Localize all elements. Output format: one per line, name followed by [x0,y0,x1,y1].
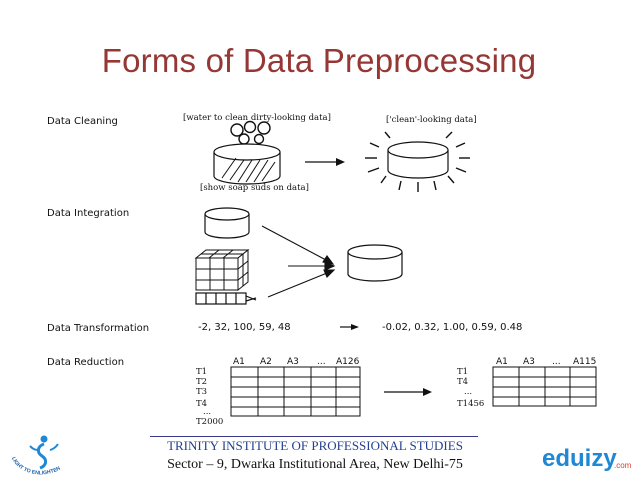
target-cylinder-icon [347,244,403,282]
right-col-header: ... [552,357,561,367]
right-col-header: A1 [496,357,508,367]
logo-motto: LIGHT TO ENLIGHTEN [10,456,62,476]
soap-bubbles-icon [230,120,271,145]
left-row-label: T3 [196,387,207,397]
right-data-table [492,366,597,407]
institute-logo: LIGHT TO ENLIGHTEN [8,432,72,476]
transformation-input-values: -2, 32, 100, 59, 48 [198,322,291,333]
eduizy-wordmark: eduizy [542,445,617,472]
cleaning-arrow-icon [305,158,345,166]
right-row-label: ... [464,387,472,397]
svg-text:LIGHT TO ENLIGHTEN: LIGHT TO ENLIGHTEN [10,456,62,476]
left-row-label: T2000 [196,417,223,427]
label-data-integration: Data Integration [47,208,129,219]
left-data-table [230,366,361,417]
preprocessing-diagram: Data Cleaning [water to clean dirty-look… [47,113,597,427]
clean-data-cylinder-icon [387,141,449,179]
left-col-header: A3 [287,357,299,367]
label-data-cleaning: Data Cleaning [47,116,118,127]
integration-arrows-icon [261,225,336,298]
right-col-header: A3 [523,357,535,367]
caption-water: [water to clean dirty-looking data] [183,113,331,123]
footer-divider [150,436,478,437]
reduction-arrow-icon [384,388,432,396]
left-col-header: A126 [336,357,360,367]
right-table-row-labels: T1 T4 ... T1456 [457,367,484,409]
left-row-label: T2 [196,377,207,387]
label-data-transformation: Data Transformation [47,323,149,334]
source-cylinder-icon [204,207,250,239]
right-col-header: A115 [573,357,596,367]
left-table-row-labels: T1 T2 T3 T4 ... T2000 [196,367,223,427]
right-row-label: T4 [457,377,468,387]
caption-clean-data: ['clean'-looking data] [386,115,477,125]
data-cube-icon [194,248,250,292]
footer-institute-name: TRINITY INSTITUTE OF PROFESSIONAL STUDIE… [167,438,463,453]
right-table-headers: A1 A3 ... A115 [496,357,596,367]
caption-soap: [show soap suds on data] [200,183,309,193]
footer-address: Sector – 9, Dwarka Institutional Area, N… [167,457,463,472]
dirty-data-cylinder-icon [213,143,281,185]
left-row-label: T1 [196,367,207,377]
right-row-label: T1 [457,367,468,377]
transformation-output-values: -0.02, 0.32, 1.00, 0.59, 0.48 [382,322,522,333]
left-col-header: ... [317,357,326,367]
eduizy-suffix: .com [614,461,632,470]
left-col-header: A2 [260,357,272,367]
eduizy-logo: eduizy .com [540,440,632,474]
left-row-label: ... [203,407,211,417]
shine-rays-icon [365,131,470,192]
right-row-label: T1456 [457,399,484,409]
flat-file-icon [195,292,257,305]
label-data-reduction: Data Reduction [47,357,124,368]
left-col-header: A1 [233,357,245,367]
left-row-label: T4 [196,399,207,409]
transformation-arrow-icon [340,324,359,330]
left-table-headers: A1 A2 A3 ... A126 [233,357,360,367]
slide-title: Forms of Data Preprocessing [101,42,537,79]
